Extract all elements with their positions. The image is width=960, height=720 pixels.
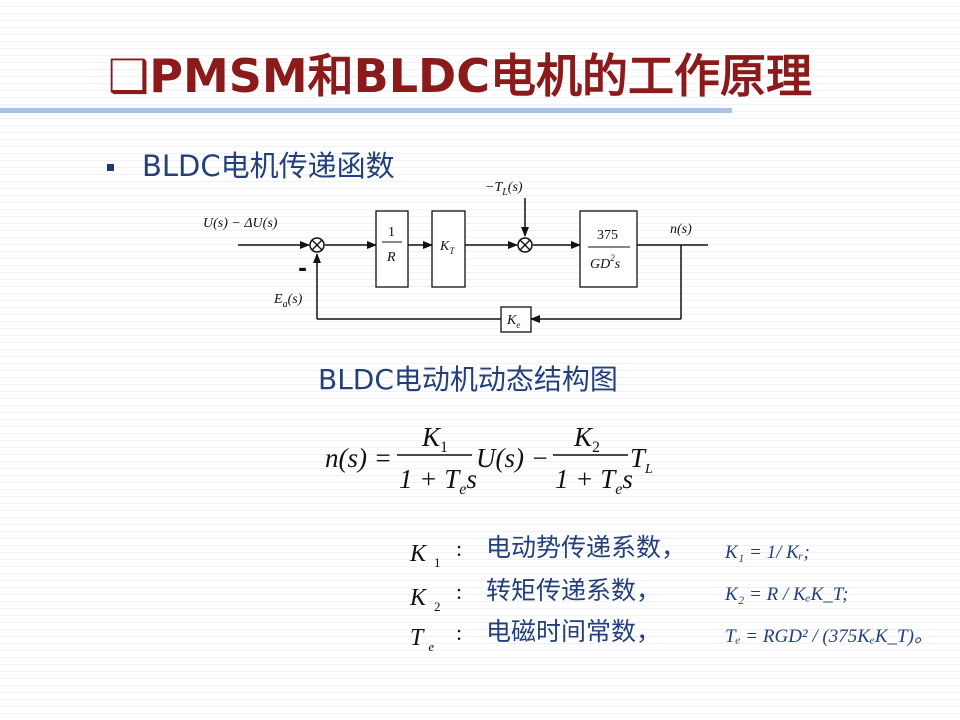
diagram-caption: BLDC电动机动态结构图 bbox=[318, 363, 618, 396]
definition-description: 转矩传递系数， bbox=[486, 576, 661, 605]
block-kt-label: KT bbox=[439, 239, 455, 256]
feedback-signal-label: Ea(s) bbox=[273, 292, 303, 310]
block-ke-label: Ke bbox=[506, 313, 520, 330]
eq-k2: K2 bbox=[573, 422, 600, 456]
definition-formula: K₁ = 1/ Kᵣ; bbox=[724, 542, 810, 563]
definition-colon: : bbox=[456, 620, 462, 645]
disturbance-label: −TL(s) bbox=[485, 180, 523, 198]
block-ke bbox=[500, 306, 532, 333]
eq-den2: 1 + Tes bbox=[555, 464, 633, 498]
block-375-gd2s bbox=[579, 210, 638, 288]
block-1-denominator: R bbox=[386, 250, 396, 265]
block-kt bbox=[431, 210, 466, 288]
eq-mid: U(s) − bbox=[476, 443, 549, 473]
output-label: n(s) bbox=[670, 222, 692, 237]
block-1-over-r bbox=[375, 210, 409, 288]
eq-den1: 1 + Tes bbox=[399, 464, 477, 498]
input-label: U(s) − ΔU(s) bbox=[203, 216, 278, 231]
definition-formula: K₂ = R / KₑK_T; bbox=[724, 584, 848, 605]
definition-description: 电动势传递系数， bbox=[486, 533, 686, 562]
block-3-denominator: GD2s bbox=[590, 253, 621, 272]
definition-colon: : bbox=[456, 536, 462, 561]
summing-junction-1 bbox=[309, 237, 325, 253]
eq-k1: K1 bbox=[421, 422, 448, 456]
bullet-text: BLDC电机传递函数 bbox=[142, 149, 395, 183]
svg-text:Te: Te bbox=[410, 625, 434, 654]
definition-colon: : bbox=[456, 579, 462, 604]
svg-text:K1: K1 bbox=[409, 541, 441, 570]
definition-formula: Tₑ = RGD² / (375KₑK_T)。 bbox=[725, 626, 933, 647]
title-underline bbox=[0, 108, 732, 113]
svg-text:K2: K2 bbox=[409, 585, 441, 614]
eq-tail: TL bbox=[630, 443, 653, 477]
summing-junction-2 bbox=[517, 237, 533, 253]
block-3-numerator: 375 bbox=[597, 228, 618, 243]
block-1-numerator: 1 bbox=[388, 225, 395, 240]
minus-sign: - bbox=[298, 257, 307, 282]
bullet-marker bbox=[107, 164, 114, 171]
definition-description: 电磁时间常数， bbox=[486, 617, 661, 646]
eq-lhs: n(s) = bbox=[325, 443, 392, 473]
slide-title: ❑PMSM和BLDC电机的工作原理 bbox=[108, 49, 812, 103]
